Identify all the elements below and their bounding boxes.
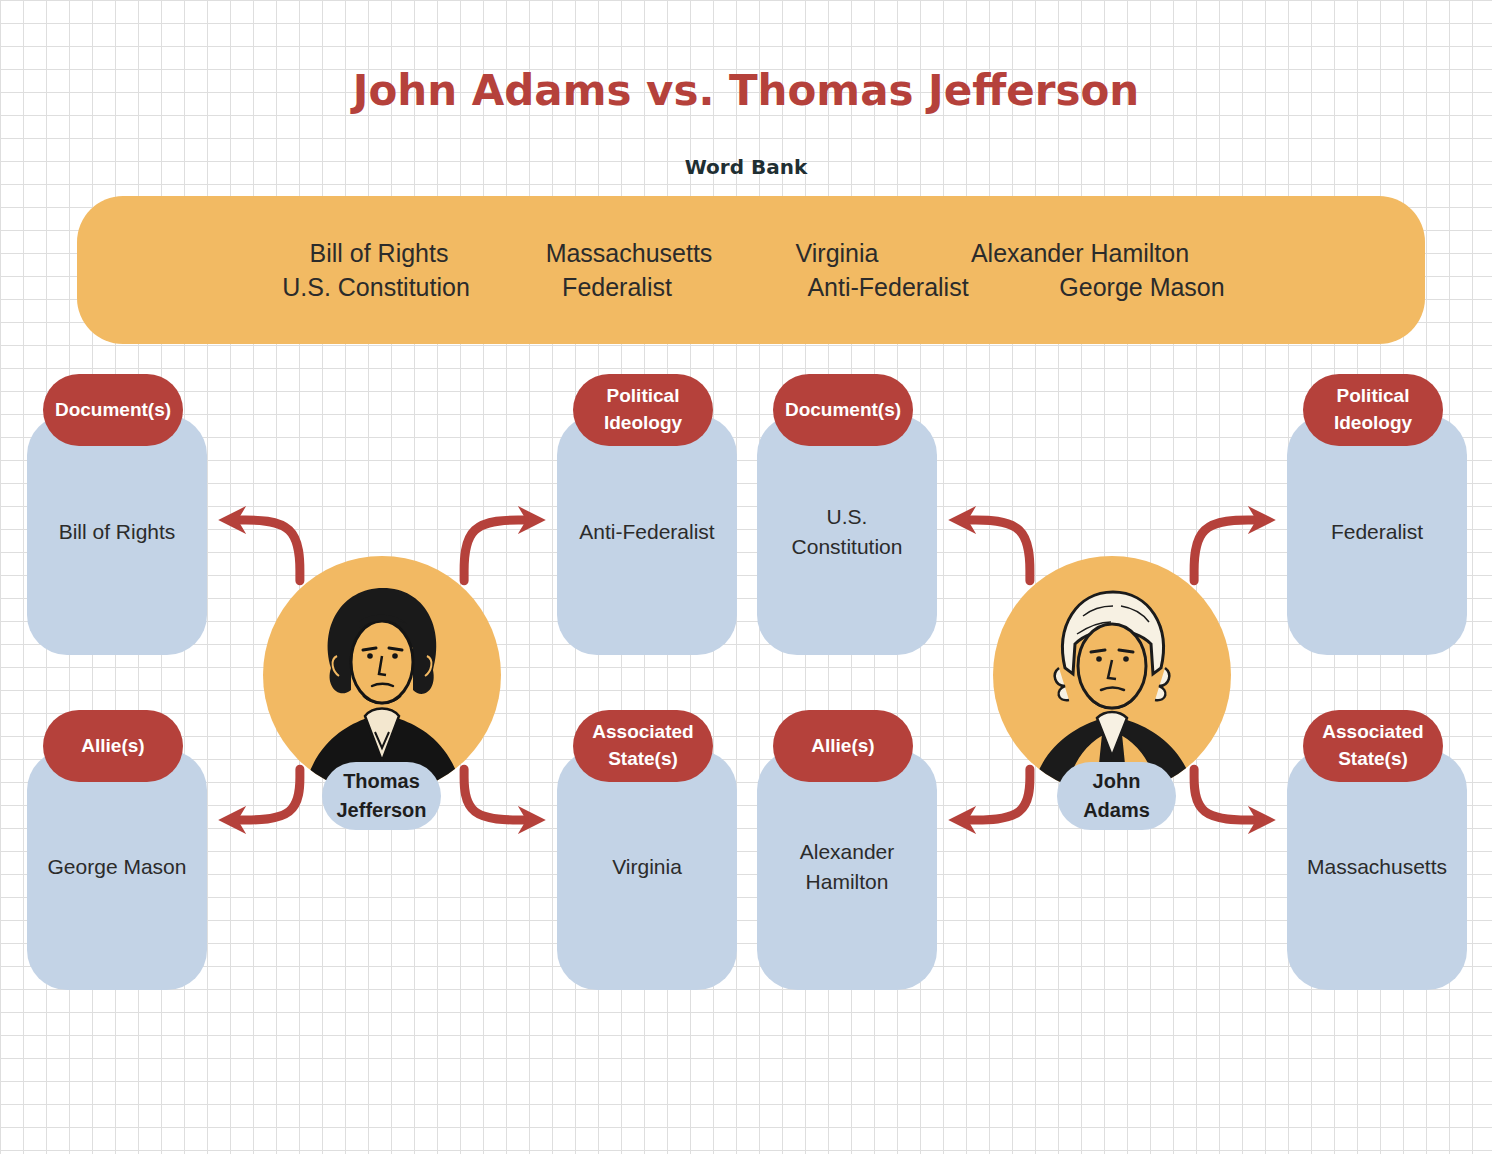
portrait-circle: John Adams <box>993 556 1231 794</box>
answer-text: Bill of Rights <box>35 517 199 547</box>
category-pill: Document(s) <box>773 374 913 446</box>
info-box: Political IdeologyAnti-Federalist <box>557 415 737 655</box>
word-bank-term: Alexander Hamilton <box>971 239 1189 268</box>
answer-text: Anti-Federalist <box>565 517 729 547</box>
category-pill: Allie(s) <box>773 710 913 782</box>
answer-text: Massachusetts <box>1295 852 1459 882</box>
portrait-illustration <box>263 556 501 794</box>
word-bank-term: Virginia <box>796 239 879 268</box>
curved-arrow <box>235 769 300 820</box>
portrait-circle: Thomas Jefferson <box>263 556 501 794</box>
info-box: Political IdeologyFederalist <box>1287 415 1467 655</box>
word-bank-term: Federalist <box>562 273 672 302</box>
category-pill: Associated State(s) <box>1303 710 1443 782</box>
curved-arrow <box>965 769 1030 820</box>
curved-arrow <box>1194 520 1259 581</box>
portrait-illustration <box>993 556 1231 794</box>
answer-text: Virginia <box>565 852 729 882</box>
answer-text: Federalist <box>1295 517 1459 547</box>
answer-text: George Mason <box>35 852 199 882</box>
word-bank-term: Anti-Federalist <box>807 273 968 302</box>
word-bank-term: Massachusetts <box>546 239 713 268</box>
info-box: Allie(s)Alexander Hamilton <box>757 750 937 990</box>
category-pill: Political Ideology <box>573 374 713 446</box>
word-bank-term: Bill of Rights <box>310 239 449 268</box>
name-label: John Adams <box>1057 762 1176 830</box>
word-bank-term: George Mason <box>1059 273 1224 302</box>
answer-text: Alexander Hamilton <box>782 837 912 897</box>
category-pill: Document(s) <box>43 374 183 446</box>
curved-arrow <box>235 520 300 581</box>
curved-arrow <box>965 520 1030 581</box>
word-bank-term: U.S. Constitution <box>282 273 470 302</box>
curved-arrow <box>1194 769 1259 820</box>
info-box: Associated State(s)Virginia <box>557 750 737 990</box>
name-label: Thomas Jefferson <box>322 762 441 830</box>
curved-arrow <box>464 769 529 820</box>
info-box: Document(s)U.S. Constitution <box>757 415 937 655</box>
word-bank-heading: Word Bank <box>685 155 808 179</box>
category-pill: Allie(s) <box>43 710 183 782</box>
category-pill: Political Ideology <box>1303 374 1443 446</box>
page-title: John Adams vs. Thomas Jefferson <box>0 66 1492 115</box>
info-box: Associated State(s)Massachusetts <box>1287 750 1467 990</box>
info-box: Allie(s)George Mason <box>27 750 207 990</box>
category-pill: Associated State(s) <box>573 710 713 782</box>
curved-arrow <box>464 520 529 581</box>
info-box: Document(s)Bill of Rights <box>27 415 207 655</box>
word-bank-band: Word BankBill of RightsMassachusettsVirg… <box>77 196 1425 344</box>
answer-text: U.S. Constitution <box>782 502 912 562</box>
